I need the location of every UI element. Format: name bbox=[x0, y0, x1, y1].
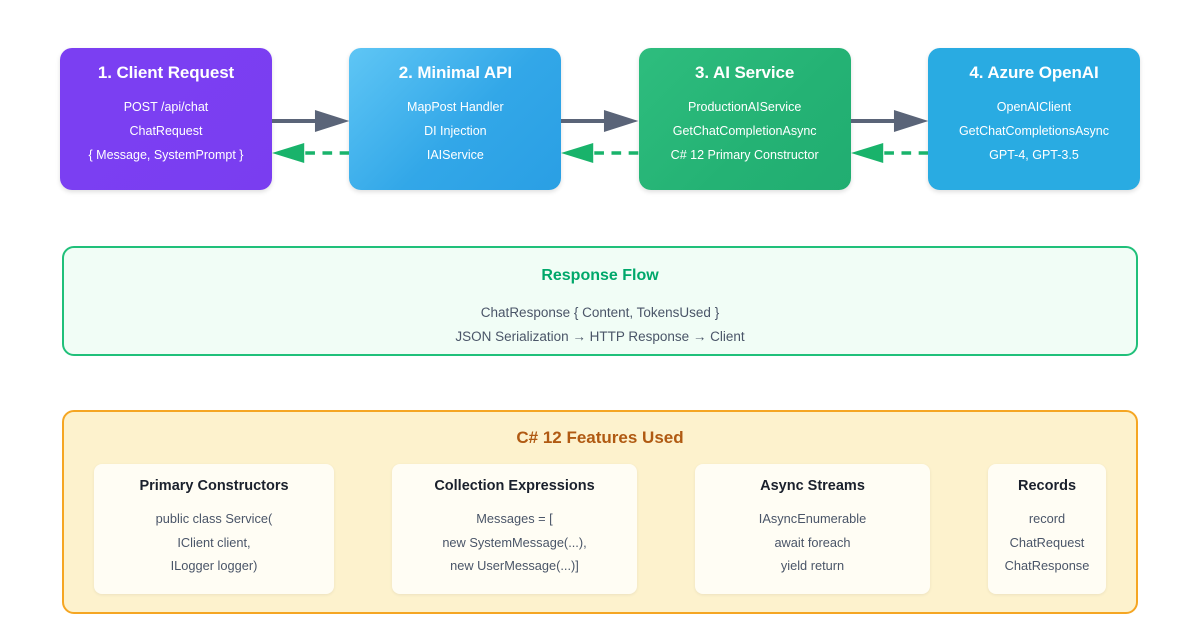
feature-card-line: IClient client, bbox=[177, 534, 251, 550]
response-flow-line: JSON Serialization → HTTP Response → Cli… bbox=[455, 328, 745, 344]
request-arrow bbox=[561, 110, 639, 132]
response-flow-title: Response Flow bbox=[541, 267, 659, 284]
stage-detail-line: GPT-4, GPT-3.5 bbox=[989, 148, 1079, 163]
stage-detail-line: C# 12 Primary Constructor bbox=[670, 148, 819, 163]
stage-detail-line: { Message, SystemPrompt } bbox=[88, 148, 244, 163]
stage-box-azure-openai: 4. Azure OpenAI OpenAIClient GetChatComp… bbox=[927, 48, 1140, 190]
feature-card-line: ChatRequest bbox=[1009, 534, 1085, 550]
feature-card-line: ILogger logger) bbox=[170, 558, 258, 574]
response-flow-line: ChatResponse { Content, TokensUsed } bbox=[480, 305, 720, 320]
feature-card-title: Async Streams bbox=[760, 478, 865, 494]
feature-card-collection-expressions: Collection Expressions Messages = [ new … bbox=[392, 464, 637, 594]
response-arrow bbox=[272, 143, 350, 163]
feature-card-async-streams: Async Streams IAsyncEnumerable await for… bbox=[695, 464, 930, 594]
stage-box-client-request: 1. Client Request POST /api/chat ChatReq… bbox=[60, 48, 272, 190]
feature-card-title: Records bbox=[1017, 478, 1077, 494]
feature-card-line: new SystemMessage(...), bbox=[442, 534, 587, 550]
feature-card-line: Messages = [ bbox=[476, 511, 553, 526]
stage-title: 2. Minimal API bbox=[398, 63, 512, 82]
stage-detail-line: POST /api/chat bbox=[123, 99, 209, 114]
connector-1-to-2 bbox=[272, 48, 350, 190]
stage-detail-line: MapPost Handler bbox=[407, 99, 504, 114]
stage-detail-line: ProductionAIService bbox=[688, 99, 802, 114]
stage-title: 3. AI Service bbox=[695, 63, 795, 82]
stage-title: 1. Client Request bbox=[97, 63, 235, 82]
stage-detail-line: IAIService bbox=[426, 148, 484, 163]
csharp-features-panel: C# 12 Features Used Primary Constructors… bbox=[62, 410, 1138, 614]
features-panel-title: C# 12 Features Used bbox=[516, 428, 684, 447]
stage-title: 4. Azure OpenAI bbox=[969, 63, 1099, 82]
pipeline-row: 1. Client Request POST /api/chat ChatReq… bbox=[60, 48, 1140, 190]
feature-card-line: ChatResponse bbox=[1004, 558, 1090, 574]
stage-detail-line: GetChatCompletionsAsync bbox=[958, 124, 1110, 139]
request-arrow bbox=[850, 110, 928, 132]
feature-card-line: public class Service( bbox=[155, 511, 273, 526]
connector-3-to-4 bbox=[850, 48, 928, 190]
response-flow-panel: Response Flow ChatResponse { Content, To… bbox=[62, 246, 1138, 356]
feature-card-line: await foreach bbox=[774, 534, 851, 550]
features-card-grid: Primary Constructors public class Servic… bbox=[94, 464, 1106, 594]
stage-detail-line: ChatRequest bbox=[129, 124, 203, 139]
stage-box-ai-service: 3. AI Service ProductionAIService GetCha… bbox=[638, 48, 851, 190]
feature-card-title: Primary Constructors bbox=[139, 478, 289, 494]
feature-card-primary-constructors: Primary Constructors public class Servic… bbox=[94, 464, 334, 594]
connector-2-to-3 bbox=[561, 48, 639, 190]
stage-detail-line: OpenAIClient bbox=[996, 99, 1072, 114]
response-arrow bbox=[561, 143, 639, 163]
response-arrow bbox=[850, 143, 928, 163]
feature-card-title: Collection Expressions bbox=[434, 478, 595, 494]
stage-detail-line: DI Injection bbox=[424, 124, 487, 139]
feature-card-line: record bbox=[1028, 511, 1066, 526]
feature-card-records: Records record ChatRequest ChatResponse bbox=[988, 464, 1106, 594]
request-arrow bbox=[272, 110, 350, 132]
stage-detail-line: GetChatCompletionAsync bbox=[672, 124, 817, 139]
feature-card-line: yield return bbox=[780, 558, 845, 574]
feature-card-line: new UserMessage(...)] bbox=[450, 558, 579, 574]
feature-card-line: IAsyncEnumerable bbox=[758, 511, 867, 526]
stage-box-minimal-api: 2. Minimal API MapPost Handler DI Inject… bbox=[349, 48, 562, 190]
